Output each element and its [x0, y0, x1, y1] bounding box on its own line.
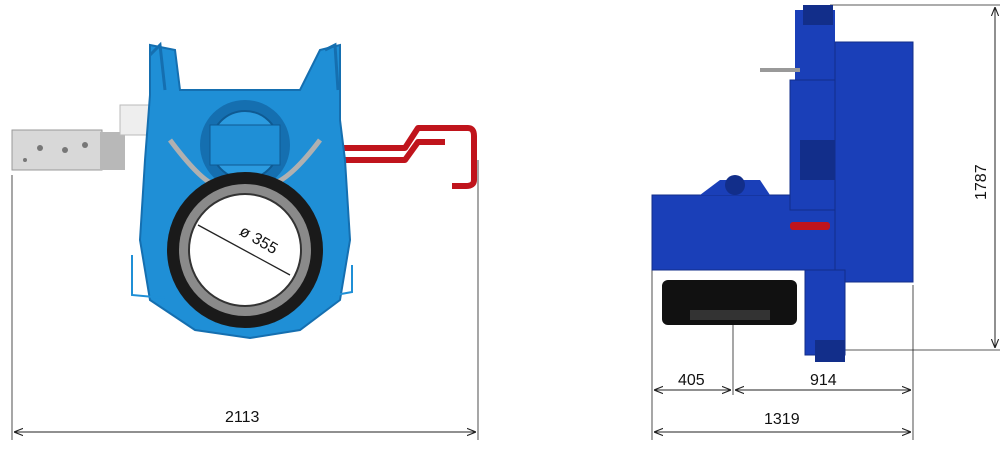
- side-view-drawing: 1787 405 914 1319: [651, 4, 1000, 440]
- rotary-body: [131, 41, 353, 340]
- side-machine: [651, 5, 914, 362]
- top-view-drawing: ø 355 2113: [11, 41, 479, 440]
- front-offset-label: 405: [678, 372, 705, 389]
- height-label: 1787: [973, 164, 990, 200]
- rear-width-label: 914: [810, 372, 837, 389]
- side-plate: [11, 104, 156, 171]
- overall-depth-label: 1319: [764, 411, 800, 428]
- red-rail: [335, 125, 477, 189]
- overall-width-label: 2113: [225, 409, 260, 426]
